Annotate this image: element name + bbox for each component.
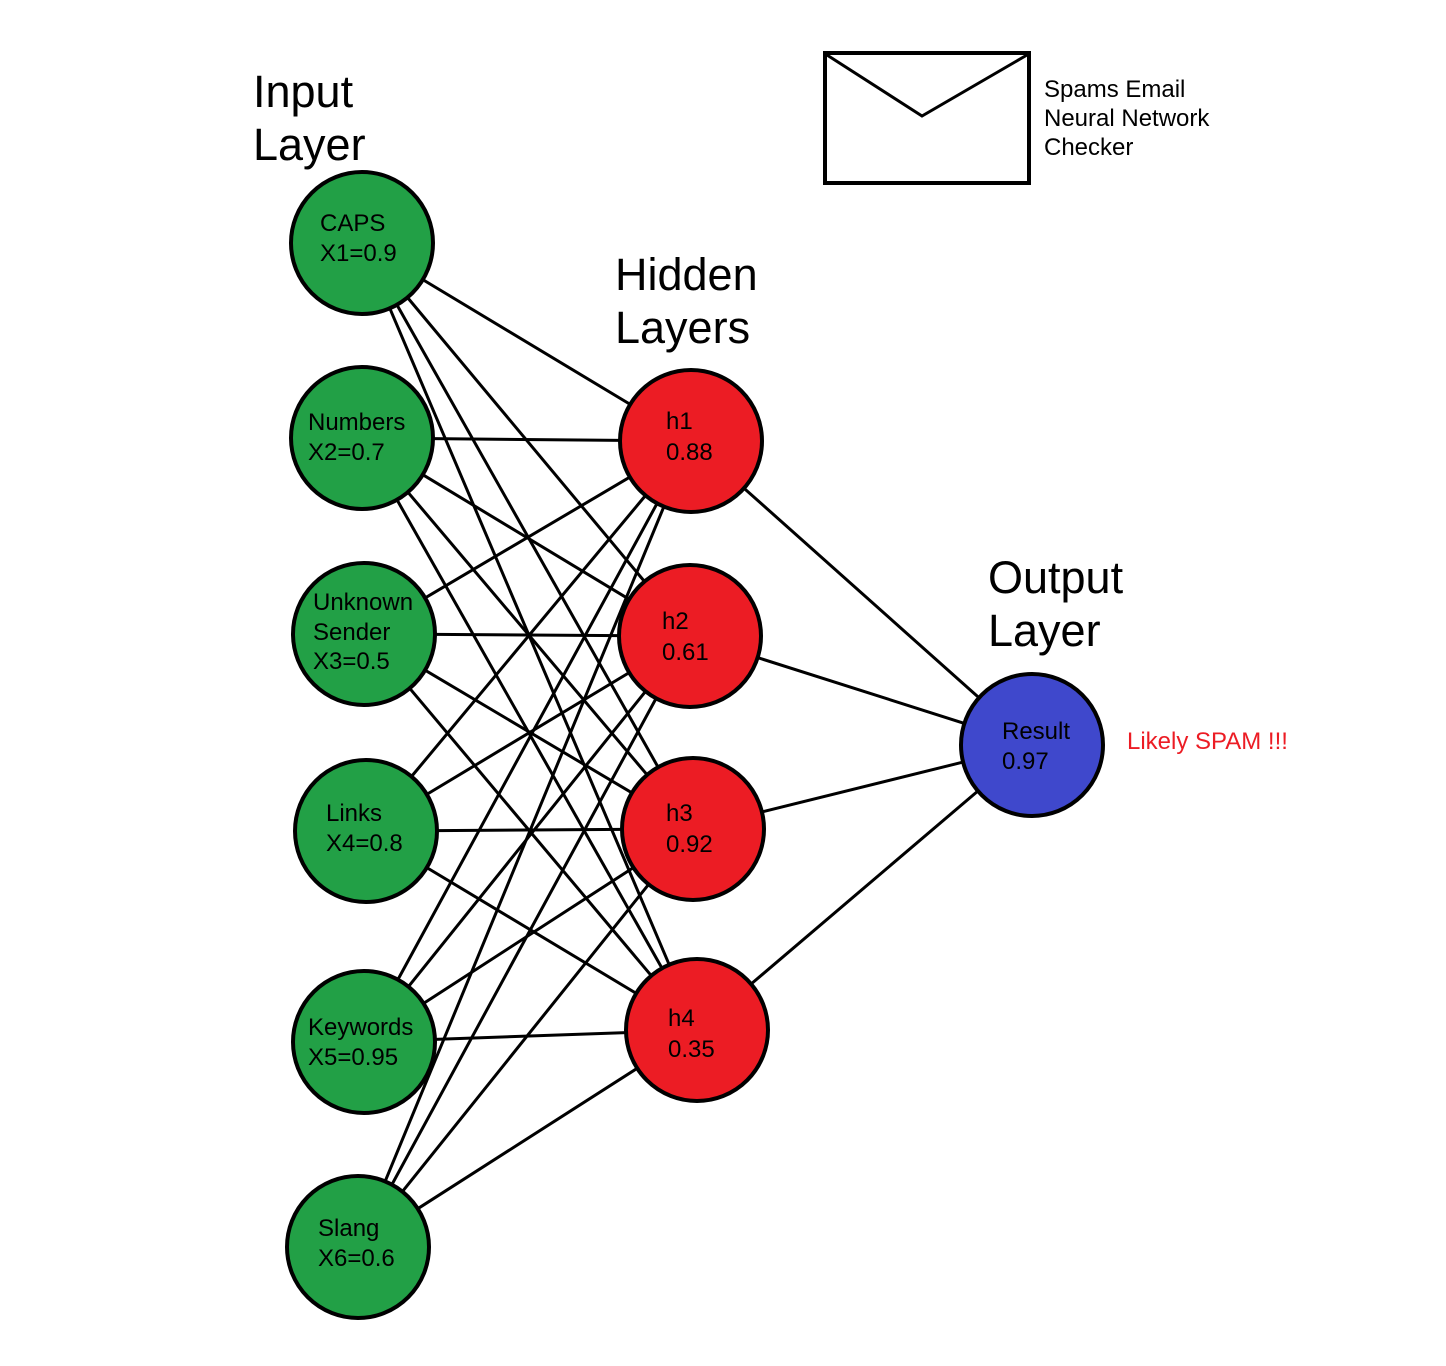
svg-text:h1 0.88: h1 0.88 <box>666 408 713 466</box>
input-node-circle <box>293 758 439 904</box>
input-node-circle <box>289 170 435 316</box>
hidden-output-edge <box>750 789 979 986</box>
input-node-circle <box>289 365 435 511</box>
input-node-label: Links <box>326 800 382 827</box>
caption-line2: Neural Network <box>1044 105 1210 132</box>
hidden-layers-title-line1: Hidden <box>615 249 758 300</box>
input-node-label: Slang <box>318 1215 379 1242</box>
input-node-value: X6=0.6 <box>318 1245 395 1272</box>
hidden-node-h1: h1 0.88 <box>618 368 764 514</box>
input-node-numbers: Numbers X2=0.7 <box>289 365 435 511</box>
input-hidden-edge <box>426 671 630 796</box>
svg-text:Numbers X2=0.7: Numbers X2=0.7 <box>308 409 412 466</box>
hidden-node-label: h4 <box>668 1005 695 1032</box>
hidden-node-label: h3 <box>666 800 693 827</box>
input-hidden-edge <box>434 632 620 638</box>
input-hidden-edge <box>406 491 649 776</box>
hidden-output-edge <box>757 656 965 725</box>
hidden-node-value: 0.35 <box>668 1036 715 1063</box>
input-node-slang: Slang X6=0.6 <box>285 1174 431 1320</box>
output-layer-title-line2: Layer <box>988 605 1101 656</box>
hidden-output-edge <box>743 487 980 699</box>
hidden-node-value: 0.92 <box>666 831 713 858</box>
hidden-node-label: h1 <box>666 408 693 435</box>
envelope-icon <box>823 51 1031 185</box>
output-node-circle <box>959 672 1105 818</box>
input-hidden-edge <box>424 475 631 600</box>
input-node-label: Keywords <box>308 1014 413 1041</box>
caption-line1: Spams Email <box>1044 76 1185 103</box>
input-hidden-edge <box>390 697 658 1186</box>
input-node-circle <box>291 561 437 707</box>
hidden-layers-title: Hidden Layers <box>615 249 770 353</box>
hidden-output-edge <box>761 760 964 814</box>
input-node-keywords: Keywords X5=0.95 <box>291 969 437 1115</box>
input-hidden-edge <box>422 278 631 406</box>
hidden-layers-title-line2: Layers <box>615 302 750 353</box>
svg-text:h3 0.92: h3 0.92 <box>666 800 713 858</box>
hidden-node-value: 0.61 <box>662 639 709 666</box>
input-node-value: X2=0.7 <box>308 439 385 466</box>
input-hidden-edge <box>434 1031 627 1041</box>
input-layer-title: Input Layer <box>253 66 366 170</box>
input-node-links: Links X4=0.8 <box>293 758 439 904</box>
caption-line3: Checker <box>1044 134 1133 161</box>
input-hidden-edge <box>396 502 659 981</box>
connection-lines <box>383 278 980 1210</box>
hidden-node-h2: h2 0.61 <box>617 563 763 709</box>
hidden-node-label: h2 <box>662 608 689 635</box>
input-node-unknown-sender: Unknown Sender X3=0.5 <box>291 561 437 707</box>
input-layer-title-line1: Input <box>253 66 354 117</box>
input-node-label: CAPS <box>320 210 385 237</box>
input-node-label-line2: Sender <box>313 619 390 646</box>
svg-text:Result 0.97: Result 0.97 <box>1002 718 1077 775</box>
input-node-value: X4=0.8 <box>326 830 403 857</box>
input-node-label: Numbers <box>308 409 405 436</box>
hidden-node-circle <box>624 957 770 1103</box>
output-node-value: 0.97 <box>1002 748 1049 775</box>
hidden-node-circle <box>618 368 764 514</box>
svg-text:h4 0.35: h4 0.35 <box>668 1005 715 1063</box>
output-layer-title-line1: Output <box>988 552 1124 603</box>
input-layer-title-line2: Layer <box>253 119 366 170</box>
hidden-node-h3: h3 0.92 <box>620 756 766 902</box>
input-node-circle <box>285 1174 431 1320</box>
hidden-node-h4: h4 0.35 <box>624 957 770 1103</box>
input-node-label: Unknown <box>313 589 413 616</box>
input-node-caps: CAPS X1=0.9 <box>289 170 435 316</box>
diagram-caption: Spams Email Neural Network Checker <box>1044 76 1216 161</box>
input-hidden-edge <box>401 883 650 1193</box>
svg-text:Slang X6=0.6: Slang X6=0.6 <box>318 1215 395 1272</box>
input-hidden-edge <box>432 437 621 442</box>
verdict-label: Likely SPAM !!! <box>1127 728 1288 755</box>
hidden-node-circle <box>617 563 763 709</box>
hidden-node-circle <box>620 756 766 902</box>
input-node-circle <box>291 969 437 1115</box>
svg-text:Links X4=0.8: Links X4=0.8 <box>326 800 403 857</box>
input-node-value: X5=0.95 <box>308 1044 398 1071</box>
input-hidden-edge <box>410 494 647 778</box>
hidden-node-value: 0.88 <box>666 439 713 466</box>
input-node-value: X3=0.5 <box>313 648 390 675</box>
output-layer-title: Output Layer <box>988 552 1136 656</box>
input-hidden-edge <box>416 1067 639 1210</box>
svg-text:h2 0.61: h2 0.61 <box>662 608 709 666</box>
output-node-result: Result 0.97 <box>959 672 1105 818</box>
output-node-label: Result <box>1002 718 1070 745</box>
svg-text:Keywords X5=0.95: Keywords X5=0.95 <box>308 1014 420 1071</box>
svg-text:CAPS X1=0.9: CAPS X1=0.9 <box>320 210 397 267</box>
input-node-value: X1=0.9 <box>320 240 397 267</box>
svg-text:Unknown Sender X3=: Unknown Sender X3=0.5 <box>313 589 420 675</box>
